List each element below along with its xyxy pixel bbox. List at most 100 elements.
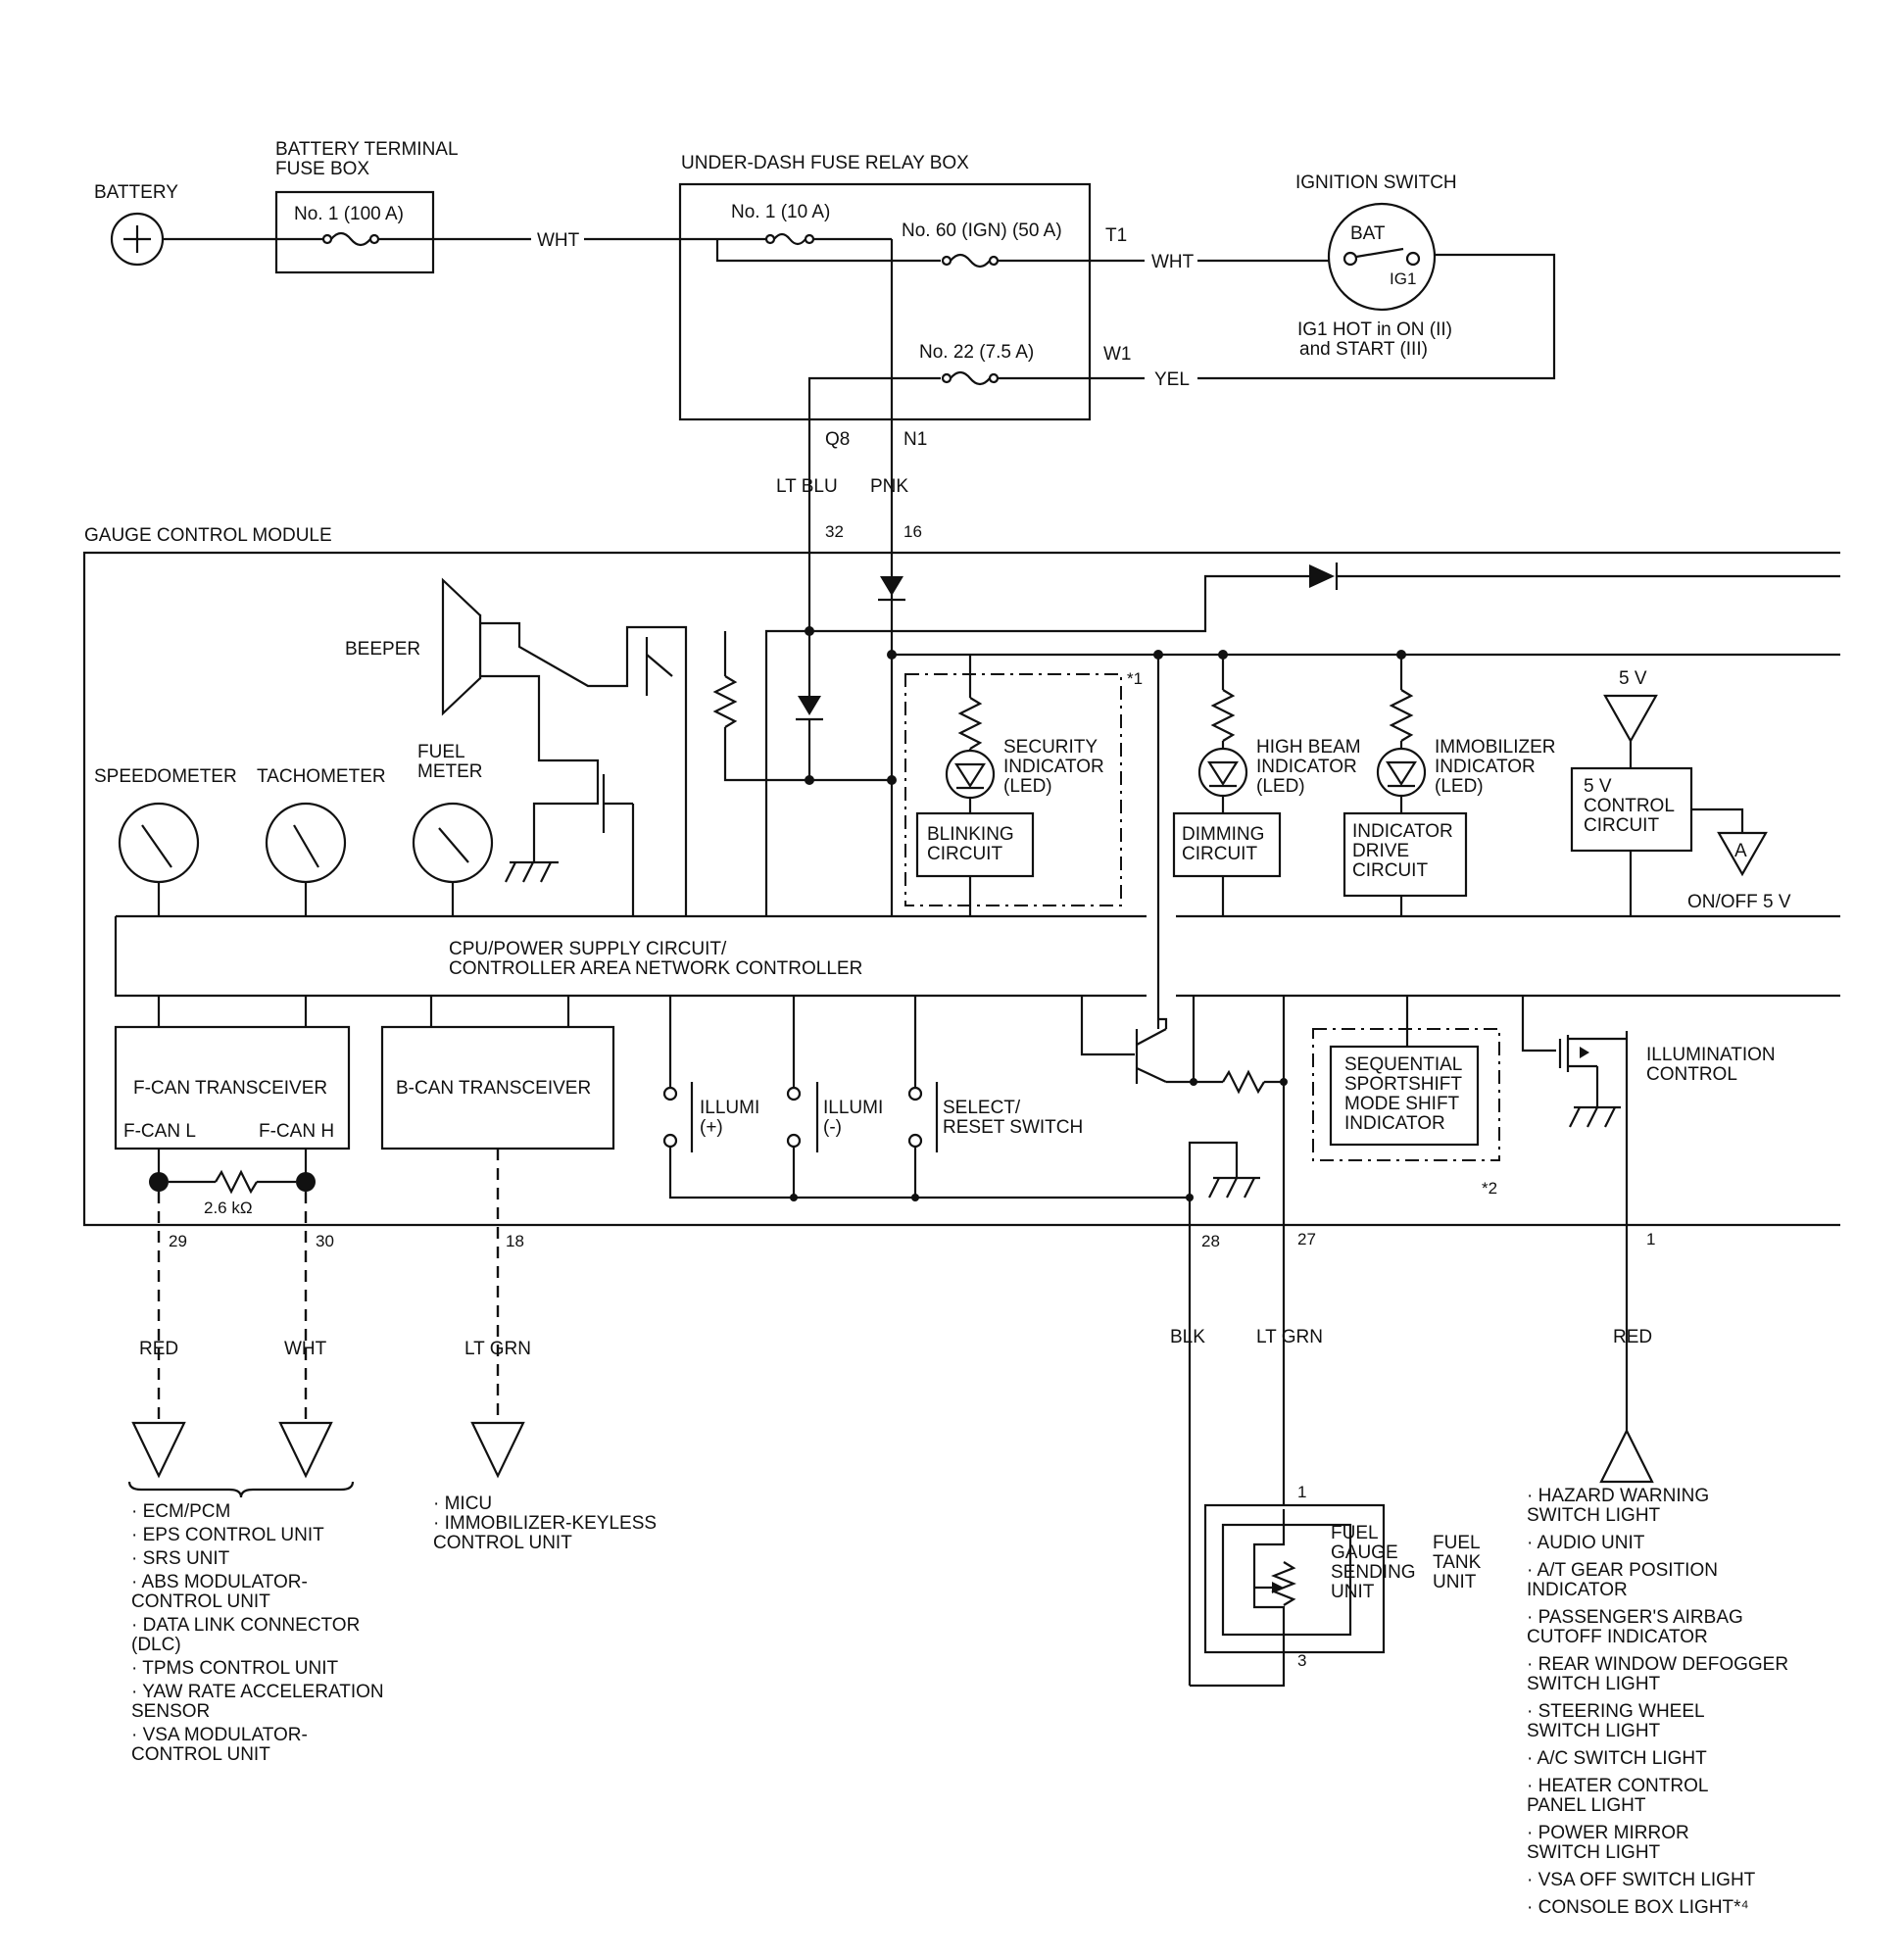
pin-27: 27 xyxy=(1297,1230,1316,1248)
drive-label-1: INDICATOR xyxy=(1352,821,1453,842)
speedometer-label: SPEEDOMETER xyxy=(94,766,237,787)
list-item: · VSA OFF SWITCH LIGHT xyxy=(1527,1870,1756,1890)
drive-label-2: DRIVE xyxy=(1352,841,1409,861)
5v-ctrl-label-3: CIRCUIT xyxy=(1584,815,1659,836)
list-item: SENSOR xyxy=(131,1701,210,1722)
security-group xyxy=(904,673,1122,906)
fuse-60-symbol xyxy=(941,253,1145,269)
illumination-connector xyxy=(1599,1428,1654,1484)
wire-lt-grn-b-label: LT GRN xyxy=(1256,1327,1323,1347)
pin-1: 1 xyxy=(1646,1230,1655,1248)
tachometer-label: TACHOMETER xyxy=(257,766,386,787)
wire-wht-a-label: WHT xyxy=(537,230,580,251)
list-item: · AUDIO UNIT xyxy=(1527,1533,1645,1553)
illumi-plus-switch xyxy=(662,1082,694,1152)
high-beam-label-3: (LED) xyxy=(1256,776,1305,797)
ignition-bat-label: BAT xyxy=(1350,223,1386,244)
fuse-10a-label: No. 1 (10 A) xyxy=(731,202,830,222)
immobilizer-led xyxy=(1376,747,1427,798)
f-can-h-node xyxy=(296,1172,316,1192)
fuse-22-label: No. 22 (7.5 A) xyxy=(919,342,1034,363)
f-can-l-node xyxy=(149,1172,169,1192)
f-can-l-connector xyxy=(131,1421,186,1479)
b-can-label: B-CAN TRANSCEIVER xyxy=(396,1078,591,1099)
list-item: · HEATER CONTROL xyxy=(1527,1776,1708,1796)
list-item: · VSA MODULATOR- xyxy=(131,1725,308,1745)
fuel-gauge-sending-unit xyxy=(1221,1523,1352,1637)
fuel-meter-label-2: METER xyxy=(417,761,483,782)
on-off-5v-terminal xyxy=(1717,831,1768,877)
indicator-drive-circuit xyxy=(1343,811,1468,898)
cpu-label-2: CONTROLLER AREA NETWORK CONTROLLER xyxy=(449,958,862,979)
f-can-h-label: F-CAN H xyxy=(259,1121,334,1142)
wire-red-b-label: RED xyxy=(1613,1327,1652,1347)
transistor-beeper-1 xyxy=(645,637,673,696)
illumi-plus-label-1: ILLUMI xyxy=(700,1098,759,1118)
wire-wht-c-label: WHT xyxy=(284,1339,327,1359)
list-item: · YAW RATE ACCELERATION xyxy=(131,1682,384,1702)
seq-label-1: SEQUENTIAL xyxy=(1344,1054,1462,1075)
f-can-transceiver xyxy=(114,1025,351,1150)
high-beam-label-2: INDICATOR xyxy=(1256,757,1357,777)
list-item: · REAR WINDOW DEFOGGER xyxy=(1527,1654,1788,1675)
list-item: PANEL LIGHT xyxy=(1527,1795,1646,1816)
list-item: · A/C SWITCH LIGHT xyxy=(1527,1748,1707,1769)
ignition-switch xyxy=(1327,202,1437,312)
tachometer-gauge xyxy=(265,802,347,916)
drive-label-3: CIRCUIT xyxy=(1352,860,1428,881)
fuel-meter-gauge xyxy=(412,802,494,916)
wire-pnk-label: PNK xyxy=(870,476,908,497)
ignition-note-1: IG1 HOT in ON (II) xyxy=(1297,319,1452,340)
b-can-connector xyxy=(470,1421,525,1479)
immobilizer-label-2: INDICATOR xyxy=(1435,757,1536,777)
illum-ctrl-label-1: ILLUMINATION xyxy=(1646,1045,1776,1065)
gcm-outline xyxy=(82,551,1840,1227)
list-item: CUTOFF INDICATOR xyxy=(1527,1627,1708,1647)
sequential-group xyxy=(1312,1028,1500,1161)
5v-terminal xyxy=(1603,694,1658,744)
high-beam-label-1: HIGH BEAM xyxy=(1256,737,1361,758)
b-can-transceiver xyxy=(380,1025,615,1150)
connector-a-label: A xyxy=(1734,841,1747,861)
term-q8-label: Q8 xyxy=(825,429,850,450)
list-item: · A/T GEAR POSITION xyxy=(1527,1560,1718,1581)
ignition-note-2: and START (III) xyxy=(1299,339,1428,360)
beeper-ground-1 xyxy=(505,860,559,883)
fuse-10a-symbol xyxy=(680,232,892,246)
high-beam-led xyxy=(1197,747,1248,798)
sending-label-3: SENDING xyxy=(1331,1562,1416,1583)
f-can-device-list: · ECM/PCM· EPS CONTROL UNIT· SRS UNIT· A… xyxy=(131,1501,384,1765)
wire-lt-blu-label: LT BLU xyxy=(776,476,838,497)
5v-ctrl-label-2: CONTROL xyxy=(1584,796,1675,816)
seq-label-4: INDICATOR xyxy=(1344,1113,1445,1134)
illumi-minus-switch xyxy=(786,1082,819,1152)
sequential-indicator xyxy=(1329,1045,1480,1147)
diode-top xyxy=(1309,563,1339,590)
pin-16: 16 xyxy=(903,522,922,541)
select-reset-switch xyxy=(907,1082,939,1152)
list-item: · MICU xyxy=(433,1493,492,1514)
list-item: CONTROL UNIT xyxy=(131,1591,270,1612)
list-item: · SRS UNIT xyxy=(131,1548,230,1569)
list-item: SWITCH LIGHT xyxy=(1527,1674,1661,1694)
ground-illumination xyxy=(1569,1105,1621,1128)
beeper-icon xyxy=(441,577,482,716)
select-reset-label-1: SELECT/ xyxy=(943,1098,1021,1118)
list-item: SWITCH LIGHT xyxy=(1527,1505,1661,1526)
5v-ctrl-label-1: 5 V xyxy=(1584,776,1612,797)
battery-symbol xyxy=(110,212,165,267)
security-led xyxy=(945,749,996,800)
resistor-fuel xyxy=(1222,1069,1265,1095)
sending-label-2: GAUGE xyxy=(1331,1542,1398,1563)
fuse-100a-label: No. 1 (100 A) xyxy=(294,204,404,224)
resistor-label: 2.6 kΩ xyxy=(204,1199,253,1217)
illumi-minus-label-2: (-) xyxy=(823,1117,842,1138)
pin-30: 30 xyxy=(316,1232,334,1250)
5v-label: 5 V xyxy=(1619,668,1647,689)
illumi-minus-label-1: ILLUMI xyxy=(823,1098,883,1118)
relay-box-title: UNDER-DASH FUSE RELAY BOX xyxy=(681,153,969,173)
blinking-circuit xyxy=(915,811,1035,878)
list-item: · PASSENGER'S AIRBAG xyxy=(1527,1607,1743,1628)
cpu-label-1: CPU/POWER SUPPLY CIRCUIT/ xyxy=(449,939,727,959)
